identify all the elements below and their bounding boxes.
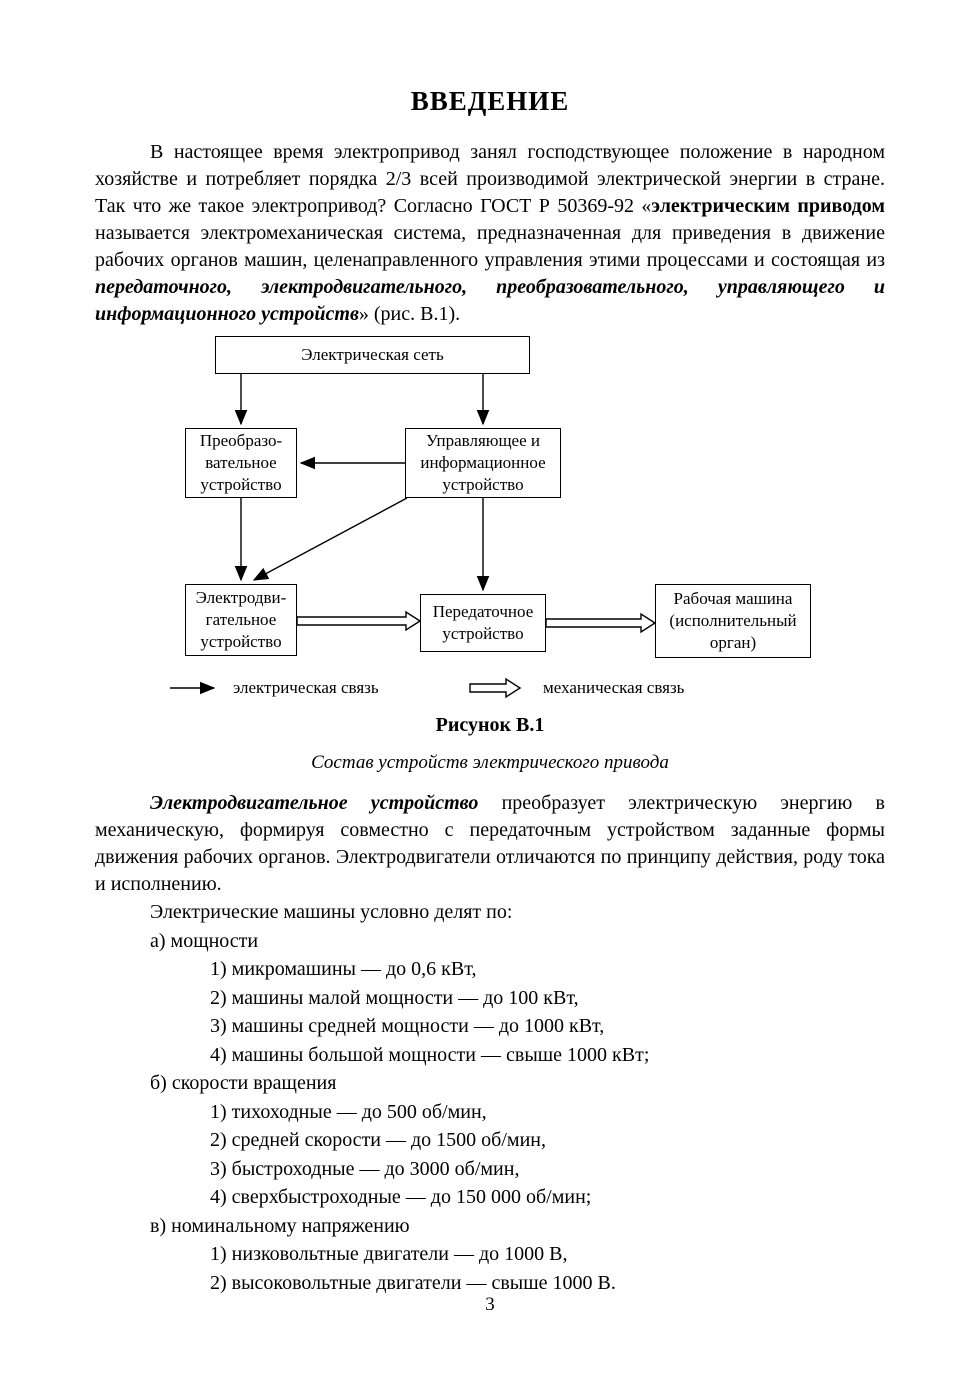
classification-item: 2) высоковольтные двигатели — свыше 1000… (210, 1271, 616, 1294)
page-number: 3 (485, 1294, 495, 1315)
intro-seg-1: В настоящее время электропривод занял го… (95, 141, 885, 217)
electrical-arrows (170, 374, 490, 695)
classification-item: 2) средней скорости — до 1500 об/мин, (210, 1129, 546, 1151)
intro-seg-3: называется электромеханическая система, … (95, 222, 885, 271)
legend-mechanical-label: механическая связь (543, 678, 685, 697)
figure-caption: Состав устройств электрического привода (311, 752, 669, 773)
classification-item: 1) микромашины — до 0,6 кВт, (210, 958, 477, 980)
classification-item: 1) низковольтные двигатели — до 1000 В, (210, 1243, 568, 1265)
body-seg-2: преобразует электрическую энергию в меха… (95, 792, 885, 895)
diagram-box-converter-label: Преобразо- вательное устройство (199, 431, 283, 494)
diagram-box-network-label: Электрическая сеть (301, 345, 444, 365)
body-seg-1-bold-italic: Электродвигательное устройство (150, 792, 479, 814)
intro-seg-4-bold-italic: передаточного, электродвигательного, пре… (95, 276, 885, 325)
diagram-box-motor-label: Электродви- гательное устройство (195, 588, 287, 651)
diagram-box-control: Управляющее и информационное устройство (405, 428, 561, 498)
figure-label: Рисунок В.1 (435, 714, 545, 736)
classification-item: 4) сверхбыстроходные — до 150 000 об/мин… (210, 1186, 592, 1208)
mechanical-arrows (296, 610, 657, 699)
classification-group-header: б) скорости вращения (150, 1072, 337, 1094)
arrow-control-to-motor (252, 497, 408, 581)
classification-item: 2) машины малой мощности — до 100 кВт, (210, 986, 579, 1009)
arrow-transmission-to-machine (545, 612, 657, 634)
diagram-box-motor: Электродви- гательное устройство (185, 584, 297, 656)
diagram-arrows (170, 374, 657, 699)
classification-item: 3) машины средней мощности — до 1000 кВт… (210, 1015, 605, 1037)
intro-seg-2-bold: электрическим приводом (651, 195, 885, 217)
intro-seg-5: » (рис. В.1). (358, 303, 461, 325)
diagram-box-converter: Преобразо- вательное устройство (185, 428, 297, 498)
page-title: ВВЕДЕНИЕ (410, 86, 570, 116)
diagram-box-control-label: Управляющее и информационное устройство (420, 431, 546, 494)
diagram-box-transmission: Передаточное устройство (420, 594, 546, 652)
classification-item: 4) машины большой мощности — свыше 1000 … (210, 1043, 650, 1066)
classification-group-header: в) номинальному напряжению (150, 1214, 410, 1237)
classification-item: 3) быстроходные — до 3000 об/мин, (210, 1157, 520, 1180)
classification-item: 1) тихоходные — до 500 об/мин, (210, 1100, 487, 1123)
intro-paragraph: В настоящее время электропривод занял го… (95, 139, 885, 328)
legend-electrical-label: электрическая связь (233, 678, 379, 697)
classification-group-header: а) мощности (150, 929, 259, 952)
body-paragraph: Электродвигательное устройство преобразу… (95, 790, 885, 898)
arrow-motor-to-transmission (296, 610, 422, 632)
diagram-box-machine: Рабочая машина (исполнительный орган) (655, 584, 811, 658)
legend-mechanical-arrow (469, 677, 522, 699)
block-diagram: Электрическая сеть Преобразо- вательное … (95, 336, 885, 704)
classification-intro: Электрические машины условно делят по: (150, 901, 513, 923)
diagram-box-machine-label: Рабочая машина (исполнительный орган) (669, 589, 797, 652)
diagram-box-transmission-label: Передаточное устройство (432, 602, 534, 643)
diagram-box-network: Электрическая сеть (215, 336, 530, 374)
